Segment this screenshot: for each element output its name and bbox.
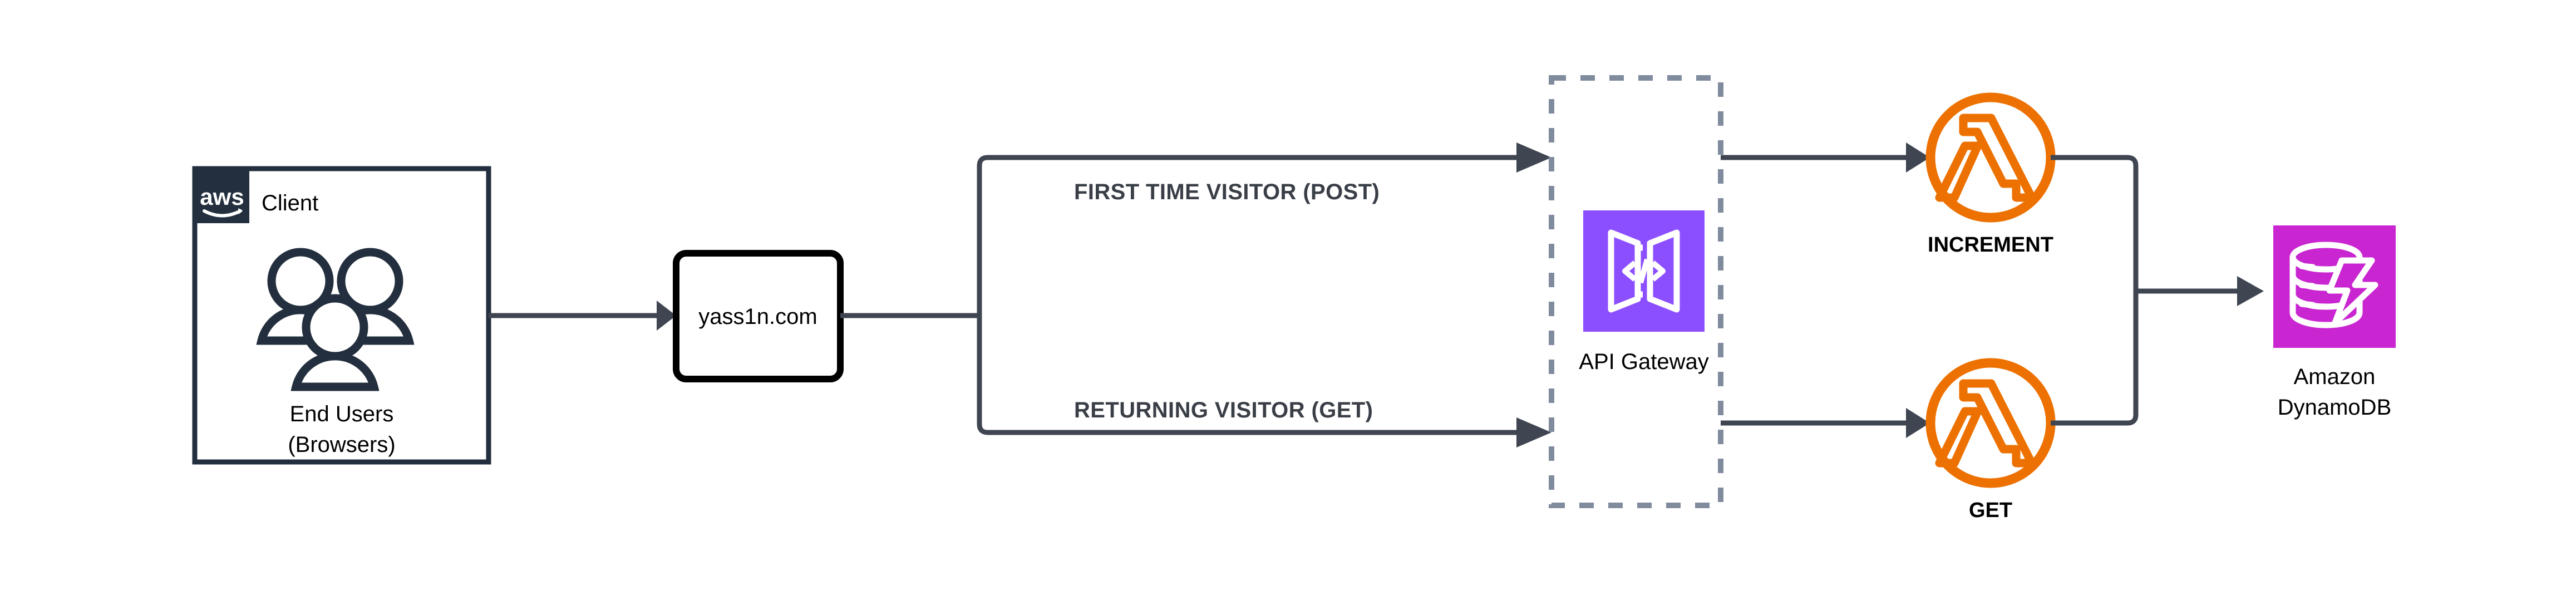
edge-api-to-increment-arrowhead xyxy=(1906,142,1930,173)
edge-label-first-time-visitor: FIRST TIME VISITOR (POST) xyxy=(1074,180,1380,204)
aws-logo-text: aws xyxy=(200,184,244,210)
aws-logo-swoosh-arrow xyxy=(238,208,243,214)
edge-get-to-trunk xyxy=(2051,295,2139,426)
users-icon xyxy=(256,248,415,391)
dynamodb-tick-1 xyxy=(2298,263,2316,271)
api-gateway-label: API Gateway xyxy=(1579,350,1708,374)
user-head-center xyxy=(302,294,368,361)
dynamodb-tick-3 xyxy=(2298,301,2316,308)
api-gateway-bracket-left xyxy=(1622,260,1637,282)
dynamodb-node: Amazon DynamoDB xyxy=(2273,225,2396,420)
domain-node: yass1n.com xyxy=(673,250,844,382)
edge-client-to-domain xyxy=(489,301,676,331)
lambda-get-node: GET xyxy=(1925,358,2056,522)
dynamodb-icon xyxy=(2289,242,2378,328)
api-gateway-door-right xyxy=(1647,229,1680,313)
domain-node-label: yass1n.com xyxy=(698,304,817,329)
edge-increment-to-trunk xyxy=(2051,155,2139,295)
api-gateway-slash xyxy=(1638,258,1650,284)
edge-post-arrowhead xyxy=(1516,142,1551,173)
edge-api-to-get xyxy=(1721,408,1930,438)
edge-trunk-to-dynamodb-arrowhead xyxy=(2237,276,2264,306)
dynamodb-tick-2 xyxy=(2298,282,2316,289)
dynamodb-cylinder-body xyxy=(2289,254,2363,328)
aws-badge: aws xyxy=(195,169,249,223)
lambda-increment-node: INCREMENT xyxy=(1925,92,2056,257)
edge-get-branch xyxy=(977,316,1516,435)
api-gateway-bracket-right xyxy=(1651,260,1666,282)
client-group: aws Client End Users (Browsers) xyxy=(192,166,491,465)
lambda-increment-label: INCREMENT xyxy=(1928,233,2053,257)
edge-client-to-domain-arrowhead xyxy=(657,301,676,331)
edge-domain-split xyxy=(840,142,1551,447)
lambda-get-glyph xyxy=(1935,379,2036,468)
edge-lambdas-to-dynamodb xyxy=(2051,155,2264,426)
edge-api-to-get-arrowhead xyxy=(1906,408,1930,438)
edge-label-returning-visitor: RETURNING VISITOR (GET) xyxy=(1074,398,1373,422)
api-gateway-group: API Gateway xyxy=(1549,75,1723,508)
aws-logo-swoosh xyxy=(203,209,242,218)
edge-post-branch xyxy=(977,155,1516,316)
client-group-label: Client xyxy=(262,191,318,215)
api-gateway-icon xyxy=(1608,229,1680,313)
api-gateway-door-left xyxy=(1608,229,1641,313)
user-body-center xyxy=(290,352,380,391)
edge-api-to-increment xyxy=(1721,142,1930,173)
dynamodb-bolt xyxy=(2326,257,2378,326)
lambda-increment-glyph xyxy=(1935,114,2036,202)
edge-get-arrowhead xyxy=(1516,417,1551,447)
client-caption-line1: End Users xyxy=(290,402,394,426)
dynamodb-caption-line1: Amazon xyxy=(2294,365,2376,389)
lambda-get-label: GET xyxy=(1969,499,2012,522)
dynamodb-caption-line2: DynamoDB xyxy=(2278,395,2392,420)
client-caption-line2: (Browsers) xyxy=(288,432,395,457)
